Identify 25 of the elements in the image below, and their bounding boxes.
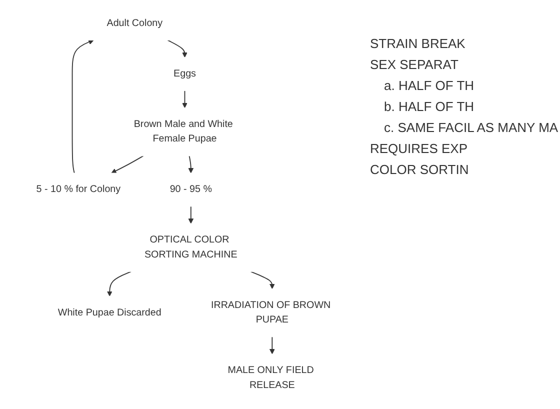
arrow <box>106 271 132 296</box>
node-text: 5 - 10 % for Colony <box>36 184 121 195</box>
note-text: STRAIN BREAK <box>370 36 466 51</box>
note-text: b. HALF OF TH <box>383 99 476 114</box>
arrow <box>182 90 188 108</box>
note-text: SEX SEPARAT <box>370 57 460 72</box>
arrow <box>72 39 94 174</box>
note-text: COLOR SORTIN <box>370 162 470 177</box>
node-text: IRRADIATION OF BROWN PUPAE <box>210 300 331 326</box>
arrow <box>167 40 188 58</box>
note-text: c. SAME FACIL AS MANY MA <box>383 120 560 135</box>
arrow <box>111 155 144 174</box>
node-text: OPTICAL COLOR SORTING MACHINE <box>144 234 238 260</box>
node-text: White Pupae Discarded <box>58 307 162 318</box>
arrow <box>188 155 194 174</box>
node-text: Brown Male and White Female Pupae <box>134 118 233 144</box>
note-text: a. HALF OF TH <box>383 78 476 93</box>
arrow <box>269 336 275 354</box>
node-text: Eggs <box>174 68 196 79</box>
node-text: 90 - 95 % <box>170 184 212 195</box>
note-text: REQUIRES EXP <box>370 141 469 156</box>
arrow <box>250 271 275 290</box>
node-text: Adult Colony <box>106 18 163 28</box>
arrow <box>188 206 194 224</box>
node-text: MALE ONLY FIELD RELEASE <box>228 365 314 390</box>
